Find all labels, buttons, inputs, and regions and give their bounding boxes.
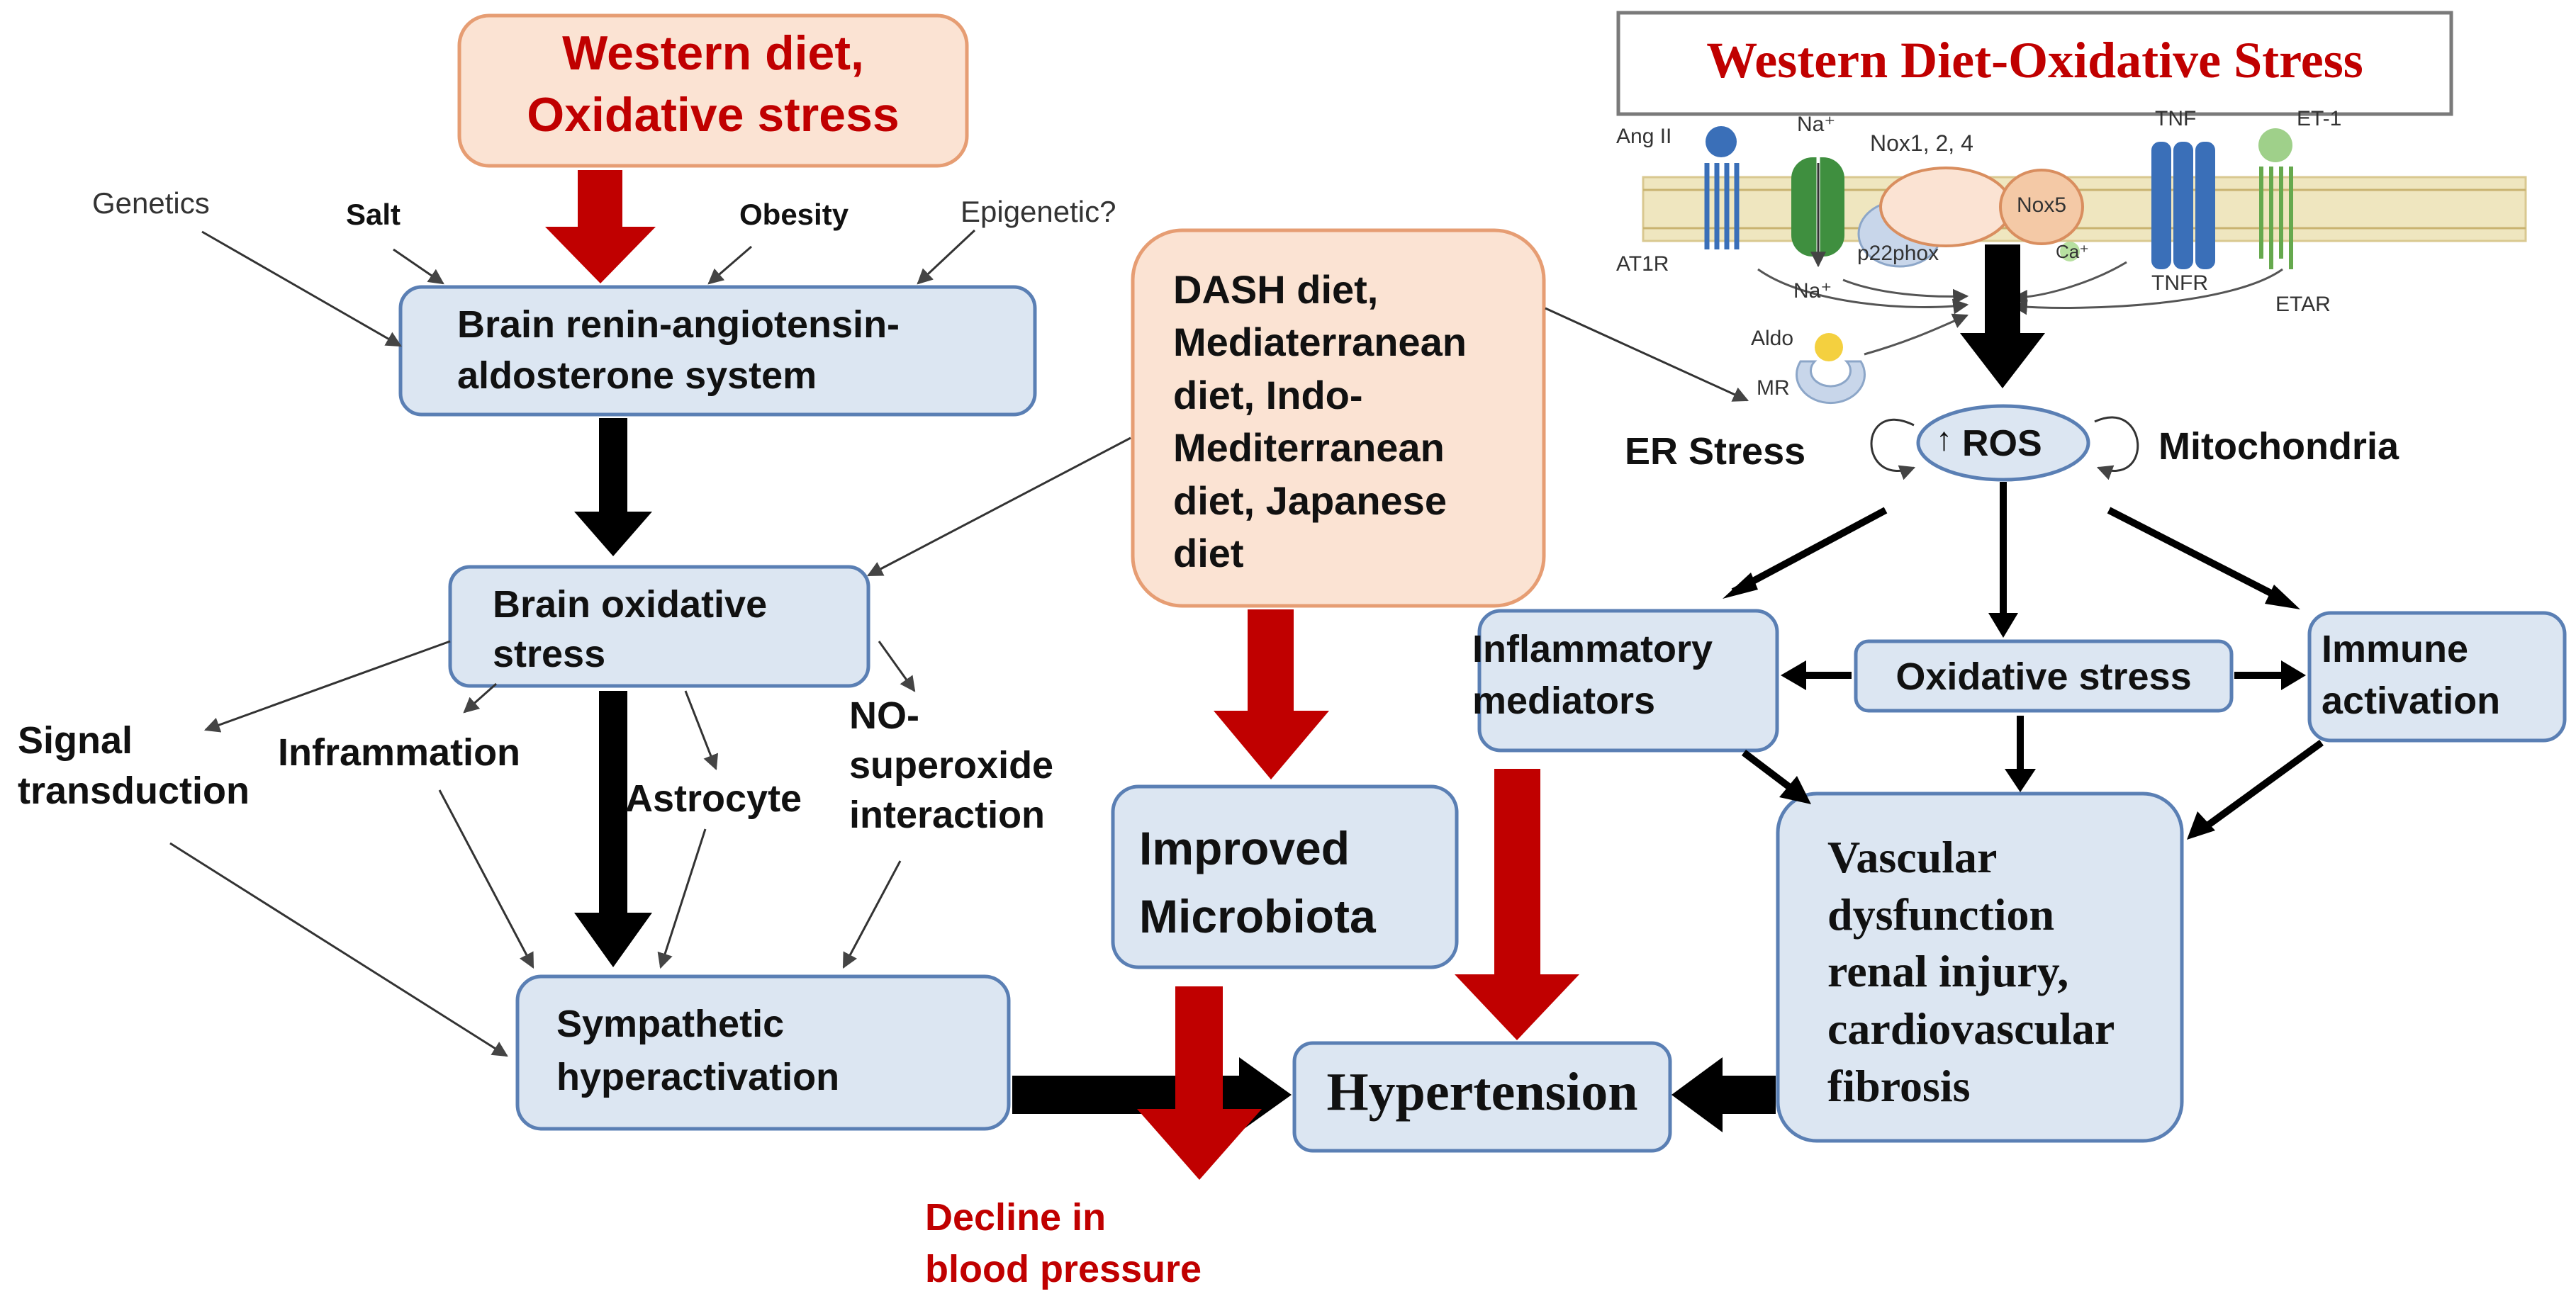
ca-ion xyxy=(2060,242,2080,261)
mr-label: MR xyxy=(1757,376,1790,400)
tnfr-label: TNFR xyxy=(2151,271,2208,295)
inflammatory-box xyxy=(1477,609,1779,753)
ang2-label: Ang II xyxy=(1616,125,1672,148)
at1r-label: AT1R xyxy=(1616,252,1669,276)
red-arrows xyxy=(545,170,1579,1180)
tnfr-receptor xyxy=(2151,142,2215,269)
tnf-label: TNF xyxy=(2155,107,2197,130)
nox5 xyxy=(1999,169,2084,245)
hypertension-label: Hypertension xyxy=(1326,1062,1638,1122)
ca-label: Ca⁺ xyxy=(2056,241,2089,262)
na-bottom-label: Na⁺ xyxy=(1793,279,1832,303)
nox124 xyxy=(1879,167,2012,247)
microbiota-label: Improved Microbiota xyxy=(1139,822,1376,942)
no-superoxide-label: NO- superoxide interaction xyxy=(849,694,1054,837)
vascular-label: Vascular dysfunction renal injury, cardi… xyxy=(1827,832,2115,1111)
at1r-receptor xyxy=(1704,163,1740,249)
et1-label: ET-1 xyxy=(2297,107,2342,130)
thin-arrows xyxy=(169,229,2139,1057)
p22phox-label: p22phox xyxy=(1857,242,1939,265)
et1-ligand xyxy=(2258,128,2292,162)
nox5-label: Nox5 xyxy=(2017,193,2067,217)
arrow-os-to-sympathetic xyxy=(574,691,652,967)
black-arrows xyxy=(574,244,2324,1132)
obesity-label: Obesity xyxy=(739,198,849,231)
immune-label: Immune activation xyxy=(2322,628,2501,722)
brain-raas-label: Brain renin-angiotensin- aldosterone sys… xyxy=(457,303,900,397)
arrow-diets-to-microbiota xyxy=(1214,609,1329,779)
signal-transduction-label: Signal transduction xyxy=(18,719,250,813)
membrane-schematic xyxy=(1642,126,2527,405)
na-top-label: Na⁺ xyxy=(1797,113,1836,136)
mr-receptor xyxy=(1796,360,1866,405)
ros-up-arrow-icon: ↑ xyxy=(1936,420,1952,457)
hypertension-box xyxy=(1292,1041,1672,1153)
genetics-label: Genetics xyxy=(92,186,210,220)
astrocyte-label: Astrocyte xyxy=(625,777,802,820)
aldo-label: Aldo xyxy=(1751,327,1794,350)
mitochondria-label: Mitochondria xyxy=(2158,425,2399,468)
ros-label: ROS xyxy=(1962,423,2042,464)
oxidative-box xyxy=(1854,639,2234,713)
epigenetic-label: Epigenetic? xyxy=(961,195,1116,228)
sympathetic-label: Sympathetic hyperactivation xyxy=(556,1003,840,1098)
aldo-ligand xyxy=(1815,333,1843,361)
brain-os-box xyxy=(448,565,870,688)
western-diet-label: Western diet, Oxidative stress xyxy=(527,26,900,142)
right-title: Western Diet-Oxidative Stress xyxy=(1706,32,2363,89)
arrow-raas-to-os xyxy=(574,418,652,556)
nox124-label: Nox1, 2, 4 xyxy=(1870,130,1973,156)
inflammation-label: Inframmation xyxy=(278,731,521,774)
ang2-ligand xyxy=(1706,126,1737,157)
microbiota-box xyxy=(1111,784,1459,969)
decline-label: Decline in blood pressure xyxy=(925,1196,1202,1290)
ros-ellipse xyxy=(1916,404,2090,482)
diets-box xyxy=(1131,228,1546,608)
right-title-box xyxy=(1616,11,2453,116)
inflammatory-label: Inflammatory mediators xyxy=(1472,628,1713,722)
salt-label: Salt xyxy=(346,198,401,231)
diets-label: DASH diet, Mediaterranean diet, Indo- Me… xyxy=(1173,267,1467,576)
arrow-vascular-to-hypertension xyxy=(1671,1057,1776,1132)
vascular-box xyxy=(1776,792,2184,1143)
cell-membrane xyxy=(1642,176,2527,242)
immune-box xyxy=(2307,611,2567,743)
etar-receptor xyxy=(2259,167,2293,269)
etar-label: ETAR xyxy=(2275,293,2331,316)
er-stress-label: ER Stress xyxy=(1625,430,1806,473)
arrow-microbiota-to-decline xyxy=(1137,986,1262,1180)
arrow-inflammatory-to-hypertension xyxy=(1455,769,1579,1040)
arrow-membrane-to-ros xyxy=(1960,244,2045,388)
brain-raas-box xyxy=(398,285,1037,417)
oxidative-label: Oxidative stress xyxy=(1895,655,2192,698)
brain-os-label: Brain oxidative stress xyxy=(493,583,768,676)
western-diet-box xyxy=(457,13,969,168)
arrow-western-to-raas xyxy=(545,170,656,283)
sympathetic-box xyxy=(515,974,1011,1131)
